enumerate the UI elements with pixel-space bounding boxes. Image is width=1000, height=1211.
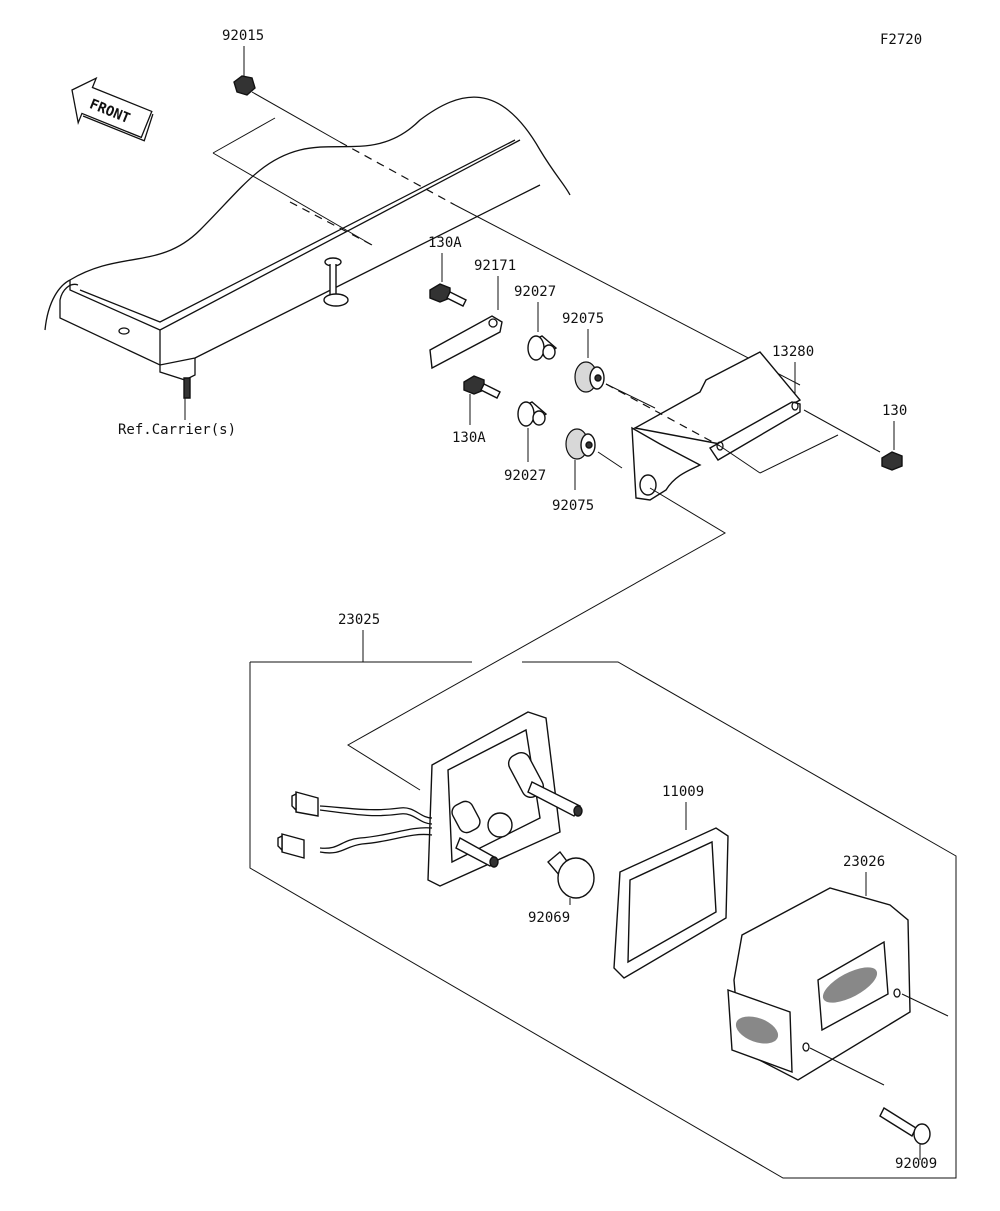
- front-arrow-icon: FRONT: [71, 76, 154, 142]
- mesh-pattern-left: [735, 1016, 779, 1044]
- lamp-cover-23026: 23026: [727, 854, 949, 1086]
- part-number-130: 130: [882, 403, 907, 419]
- part-number-92027-top: 92027: [514, 284, 556, 300]
- part-number-92027-bottom: 92027: [504, 468, 546, 484]
- part-number-92171: 92171: [474, 258, 516, 274]
- screw-92009: 92009: [879, 1106, 937, 1172]
- bracket-13280: 13280: [605, 344, 881, 501]
- carrier-reference-drawing: Ref.Carrier(s): [44, 96, 571, 438]
- assembly-23025: 23025: [249, 612, 957, 1179]
- part-number-130A-top: 130A: [428, 235, 462, 251]
- part-number-92015: 92015: [222, 28, 264, 44]
- grommet-92075-bottom: 92075: [552, 428, 623, 514]
- bolt-130A-bottom: 130A: [452, 375, 501, 446]
- collar-92027-bottom: 92027: [504, 401, 548, 484]
- part-number-92009: 92009: [895, 1156, 937, 1172]
- part-number-130A-bottom: 130A: [452, 430, 486, 446]
- bolt-130: 130: [881, 403, 907, 471]
- part-number-23025: 23025: [338, 612, 380, 628]
- reference-label: Ref.Carrier(s): [118, 422, 236, 438]
- figure-code: F2720: [880, 32, 922, 48]
- collar-92027-top: 92027: [514, 284, 558, 361]
- lamp-housing: [277, 711, 583, 887]
- grommet-92075-top: 92075: [562, 311, 656, 409]
- part-number-13280: 13280: [772, 344, 814, 360]
- bolt-130A-top: 130A: [428, 235, 467, 307]
- bulb-92069: 92069: [528, 850, 595, 926]
- part-number-23026: 23026: [843, 854, 885, 870]
- part-number-11009: 11009: [662, 784, 704, 800]
- nut-92015: 92015: [212, 28, 801, 386]
- plate-92171: 92171: [429, 258, 516, 370]
- part-number-92069: 92069: [528, 910, 570, 926]
- part-number-92075-top: 92075: [562, 311, 604, 327]
- part-number-92075-bottom: 92075: [552, 498, 594, 514]
- mount-leader-line: [347, 487, 726, 791]
- lens-gasket-11009: 11009: [613, 784, 729, 979]
- mesh-pattern-right: [822, 967, 878, 1003]
